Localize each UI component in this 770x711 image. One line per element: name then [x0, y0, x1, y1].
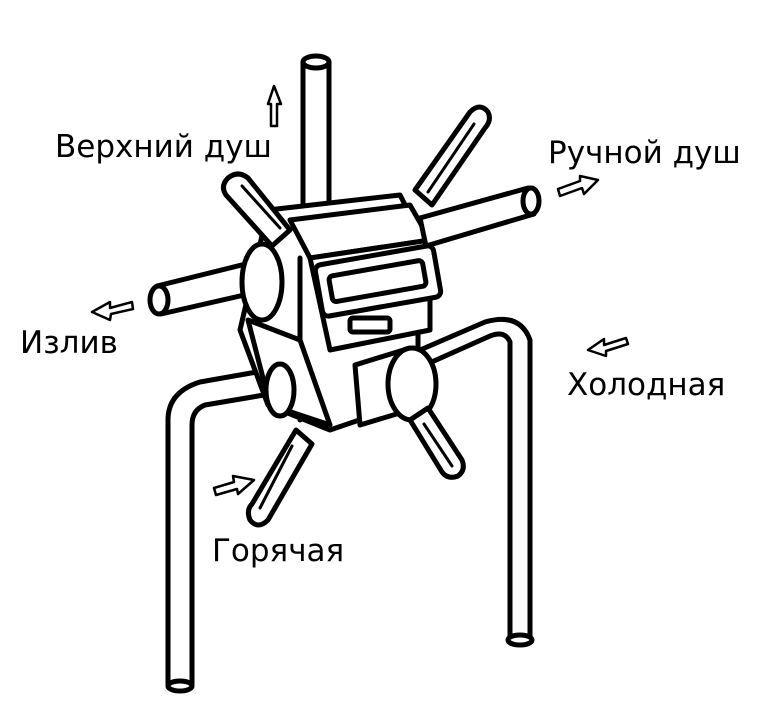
label-hand-shower: Ручной душ: [548, 135, 741, 171]
hot-inlet-pipe: [165, 367, 273, 694]
label-top-shower: Верхний душ: [55, 129, 272, 165]
arrow-hot-icon: [212, 474, 256, 497]
top-shower-pipe: [300, 53, 332, 225]
label-hot: Горячая: [212, 533, 345, 569]
mounting-bracket-top-right: [412, 104, 492, 208]
arrow-cold-icon: [586, 336, 630, 358]
arrow-top-shower-icon: [266, 84, 283, 128]
cold-inlet-pipe: [417, 316, 535, 648]
label-spout: Излив: [20, 325, 118, 361]
front-outlet: [352, 345, 439, 428]
hand-shower-pipe: [417, 185, 542, 249]
mounting-bracket-top-left: [220, 171, 293, 249]
label-cold: Холодная: [567, 367, 726, 403]
arrow-hand-shower-icon: [556, 174, 600, 198]
mounting-bracket-bottom-right: [407, 405, 466, 480]
arrow-spout-icon: [90, 300, 135, 322]
mounting-bracket-bottom-left: [245, 427, 315, 528]
